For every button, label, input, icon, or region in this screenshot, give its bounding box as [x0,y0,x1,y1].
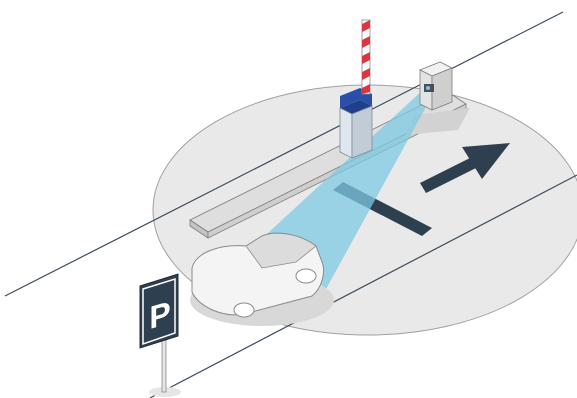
arrow-right-icon [420,143,510,193]
road-edge-lower [149,174,577,398]
parking-sign-icon: P [139,273,181,397]
gate-post [339,88,373,159]
parking-sign-letter: P [149,294,170,336]
sensor-unit [419,61,453,111]
car-icon [190,232,334,326]
boom-pole [361,19,371,95]
road-edge-upper [4,11,564,297]
